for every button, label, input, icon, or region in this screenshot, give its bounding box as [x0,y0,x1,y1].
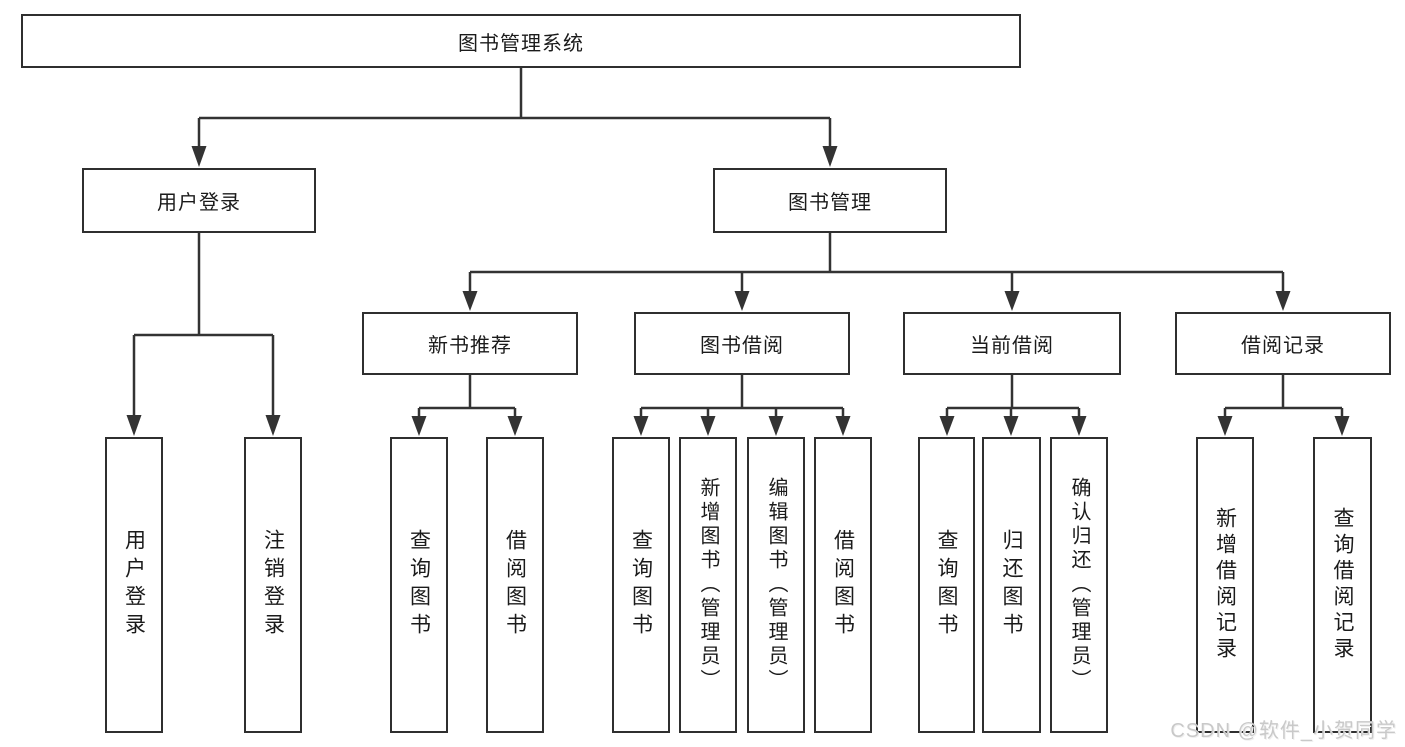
edge-current-borrow-group [945,375,1081,417]
node-leaf-query-borrow-record: 查询借阅记录 [1313,437,1372,733]
node-leaf-query-books-3-label: 查询图书 [935,529,958,641]
node-leaf-logout: 注销登录 [244,437,302,733]
node-leaf-edit-books-admin: 编辑图书（管理员） [747,437,805,733]
node-book-management: 图书管理 [713,168,947,233]
node-new-book-recommend: 新书推荐 [362,312,578,375]
node-user-login: 用户登录 [82,168,316,233]
node-leaf-add-borrow-record-label: 新增借阅记录 [1213,507,1237,663]
node-leaf-add-books-admin: 新增图书（管理员） [679,437,737,733]
node-leaf-confirm-return-admin: 确认归还（管理员） [1050,437,1108,733]
edge-book-borrow-group [639,375,845,417]
node-leaf-edit-books-admin-label: 编辑图书（管理员） [765,477,787,693]
node-leaf-user-login-label: 用户登录 [122,529,146,641]
node-leaf-borrow-books-2-label: 借阅图书 [831,529,855,641]
node-leaf-query-books-2-label: 查询图书 [629,529,653,641]
node-leaf-return-books-label: 归还图书 [1000,529,1023,641]
edge-root-trunk [197,68,832,148]
edge-new-book-recommend-group [417,375,517,417]
edge-borrow-records-group [1223,375,1344,417]
node-root-library-system: 图书管理系统 [21,14,1021,68]
node-leaf-return-books: 归还图书 [982,437,1041,733]
node-leaf-confirm-return-admin-label: 确认归还（管理员） [1068,477,1090,693]
node-leaf-borrow-books-1-label: 借阅图书 [503,529,527,641]
node-leaf-query-books-1: 查询图书 [390,437,448,733]
node-leaf-borrow-books-2: 借阅图书 [814,437,872,733]
node-borrow-records-label: 借阅记录 [1241,335,1325,357]
node-leaf-add-books-admin-label: 新增图书（管理员） [697,477,719,693]
node-leaf-query-books-3: 查询图书 [918,437,975,733]
node-leaf-query-books-1-label: 查询图书 [407,529,431,641]
edge-user-login-group [132,233,275,417]
node-book-management-label: 图书管理 [788,192,872,214]
node-leaf-query-borrow-record-label: 查询借阅记录 [1331,507,1354,663]
node-user-login-label: 用户登录 [157,192,241,214]
node-book-borrow-label: 图书借阅 [700,335,784,357]
edge-book-management-group [468,233,1285,293]
node-leaf-borrow-books-1: 借阅图书 [486,437,544,733]
node-borrow-records: 借阅记录 [1175,312,1391,375]
node-leaf-add-borrow-record: 新增借阅记录 [1196,437,1254,733]
node-leaf-query-books-2: 查询图书 [612,437,670,733]
arrowheads [126,146,1350,436]
node-leaf-logout-label: 注销登录 [261,529,285,641]
node-current-borrow-label: 当前借阅 [970,335,1054,357]
node-current-borrow: 当前借阅 [903,312,1121,375]
csdn-watermark: CSDN @软件_小贺同学 [1170,720,1397,742]
node-root-label: 图书管理系统 [458,32,584,55]
node-book-borrow: 图书借阅 [634,312,850,375]
node-new-book-recommend-label: 新书推荐 [428,335,512,357]
node-leaf-user-login: 用户登录 [105,437,163,733]
